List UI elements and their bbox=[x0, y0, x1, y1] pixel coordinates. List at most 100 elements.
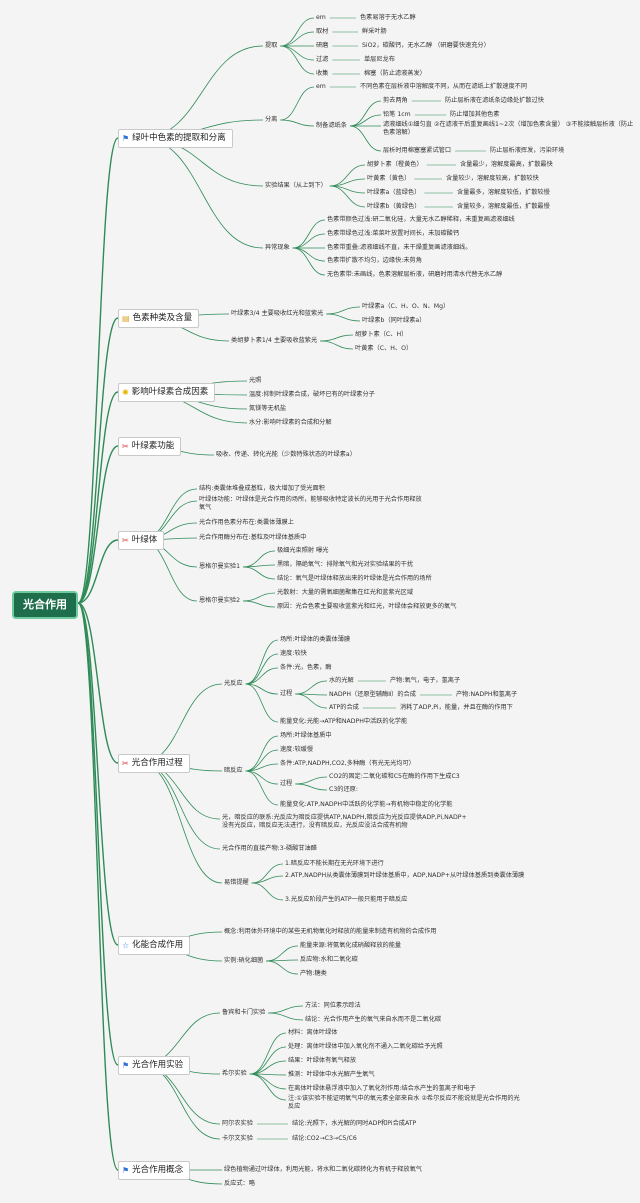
node-gy-lx[interactable]: 光，暗反应的联系:光反应为暗反应提供ATP,NADPH,暗反应为光反应提供ADP… bbox=[222, 814, 467, 829]
node-fl-zb-4v[interactable]: 防止层析液挥发，污染环境 bbox=[490, 147, 565, 154]
node-gy-d2[interactable]: 速度:较缓慢 bbox=[280, 746, 314, 753]
node-sy-xe3[interactable]: 结果：叶绿体有氧气释放 bbox=[288, 1057, 357, 1064]
node-gy-lg[interactable]: 过程 bbox=[280, 690, 293, 697]
node-fl[interactable]: 分离 bbox=[265, 116, 278, 123]
node-gy-lg2[interactable]: NADPH（还原型辅酶Ⅱ）的合成 bbox=[329, 691, 416, 698]
node-sy-4v[interactable]: 含量较多，溶解度最低，扩散最慢 bbox=[457, 203, 550, 210]
node-tq-em-v[interactable]: 色素易溶于无水乙醇 bbox=[360, 14, 416, 21]
node-gy-yy1[interactable]: 1.暗反应不能长期在无光环境下进行 bbox=[285, 860, 384, 867]
branch-6[interactable]: ✂光合作用过程 bbox=[118, 754, 190, 773]
node-yx-2[interactable]: 温度:抑制叶绿素合成，破坏已有的叶绿素分子 bbox=[249, 391, 375, 398]
branch-3[interactable]: ✺影响叶绿素合成因素 bbox=[118, 383, 216, 402]
node-hn-2b[interactable]: 反应物:水和二氧化碳 bbox=[300, 956, 358, 963]
node-sy-2[interactable]: 叶黄素（黄色） bbox=[367, 175, 411, 182]
node-fl-zb[interactable]: 制备滤纸条 bbox=[316, 122, 347, 129]
node-yc-5[interactable]: 无色素带:未画线，色素溶解层析液，研磨时用清水代替无水乙醇 bbox=[327, 271, 503, 278]
node-lt-2[interactable]: 叶绿体功能：叶绿体是光合作用的场所，能够吸收特定波长的光用于光合作用释放氧气 bbox=[199, 496, 422, 511]
node-lt-e1c[interactable]: 结论：氧气是叶绿体释放出来的叶绿体是光合作用的场所 bbox=[277, 575, 432, 582]
root-node[interactable]: 光合作用 bbox=[12, 591, 78, 619]
node-gy-lg1v[interactable]: 产物:氧气，电子，氢离子 bbox=[390, 677, 461, 684]
node-gy-lg2v[interactable]: 产物:NADPH和氢离子 bbox=[456, 691, 518, 698]
node-sy-lk2[interactable]: 结论：光合作用产生的氧气来自水而不是二氧化碳 bbox=[305, 1016, 442, 1023]
node-gy-lg3[interactable]: ATP的合成 bbox=[329, 704, 359, 711]
node-gy-d[interactable]: 暗反应 bbox=[224, 767, 243, 774]
node-lt-e2b[interactable]: 原因：光合色素主要吸收蓝紫光和红光，叶绿体会释放更多的氧气 bbox=[277, 603, 457, 610]
branch-9[interactable]: ⚑光合作用概念 bbox=[118, 1161, 191, 1180]
node-gy-l3[interactable]: 条件:光，色素，酶 bbox=[280, 664, 332, 671]
node-gy-lg3v[interactable]: 消耗了ADP,Pi，能量，并且在酶的作用下 bbox=[400, 704, 513, 711]
node-gy-l4[interactable]: 能量变化:光能→ATP和NADPH中活跃的化学能 bbox=[280, 718, 408, 725]
node-hn-2[interactable]: 实例:硝化细菌 bbox=[224, 957, 264, 964]
node-gn2-2[interactable]: 反应式：略 bbox=[224, 1180, 255, 1187]
node-fl-em-v[interactable]: 不同色素在层析液中溶解度不同，从而在滤纸上扩散速度不同 bbox=[360, 83, 528, 90]
node-hn-1[interactable]: 概念:利用体外环境中的某些无机物氧化时释放的能量来制造有机物的合成作用 bbox=[224, 928, 437, 935]
node-tq-cl[interactable]: 取材 bbox=[316, 28, 329, 35]
node-tq-em[interactable]: em bbox=[316, 14, 326, 21]
node-gy-d4[interactable]: 能量变化:ATP,NADPH中活跃的化学能→有机物中稳定的化学能 bbox=[280, 801, 453, 808]
node-sy-ke[interactable]: 卡尔文实验 bbox=[222, 1135, 253, 1142]
node-zl-a[interactable]: 叶绿素3/4 主要吸收红光和蓝紫光 bbox=[231, 310, 324, 317]
node-gy-l[interactable]: 光反应 bbox=[224, 680, 243, 687]
node-yx-4[interactable]: 水分:影响叶绿素的合成和分解 bbox=[249, 419, 332, 426]
node-lt-4[interactable]: 光合作用酶分布在:基粒及叶绿体基质中 bbox=[199, 534, 307, 541]
node-gy-d1[interactable]: 场所:叶绿体基质中 bbox=[280, 732, 332, 739]
node-gy-lg1[interactable]: 水的光解 bbox=[329, 677, 354, 684]
node-tq-gl-v[interactable]: 单层尼龙布 bbox=[364, 56, 395, 63]
node-lt-3[interactable]: 光合作用色素分布在:类囊体薄膜上 bbox=[199, 519, 294, 526]
node-sy-3[interactable]: 叶绿素a（蓝绿色） bbox=[367, 189, 421, 196]
node-sy-xe1[interactable]: 材料：离体叶绿体 bbox=[288, 1029, 338, 1036]
node-tq-ym[interactable]: 研磨 bbox=[316, 42, 329, 49]
node-yc-3[interactable]: 色素带重叠:滤液细线不直，未干燥重复画滤液细线。 bbox=[327, 244, 472, 251]
node-zl-a1[interactable]: 叶绿素a（C、H、O、N、Mg） bbox=[362, 303, 450, 310]
node-gy-yy3[interactable]: 3.光反应阶段产生的ATP一般只能用于暗反应 bbox=[285, 896, 408, 903]
node-gy-d3[interactable]: 条件:ATP,NADPH,CO2,多种酶（有光无光均可） bbox=[280, 760, 415, 767]
node-fl-zb-2[interactable]: 铅笔 1cm bbox=[383, 111, 411, 118]
node-lt-e1a[interactable]: 极细光束照射 曝光 bbox=[277, 547, 329, 554]
node-sy[interactable]: 实验结果（从上到下） bbox=[265, 182, 327, 189]
node-gn2-1[interactable]: 绿色植物通过叶绿体，利用光能，将水和二氧化碳转化为有机于释放氧气 bbox=[224, 1166, 422, 1173]
node-gy-yy2[interactable]: 2.ATP,NADPH从类囊体薄膜到叶绿体基质中，ADP,NADP+从叶绿体基质… bbox=[285, 872, 525, 879]
node-sy-xe2[interactable]: 处理：离体叶绿体中加入氧化剂不通入二氧化碳给予光照 bbox=[288, 1043, 443, 1050]
node-tq-gl[interactable]: 过滤 bbox=[316, 56, 329, 63]
node-hn-2c[interactable]: 产物:糖类 bbox=[300, 970, 327, 977]
node-tq[interactable]: 提取 bbox=[265, 42, 278, 49]
node-sy-1[interactable]: 胡萝卜素（橙黄色） bbox=[367, 161, 423, 168]
node-lt-1[interactable]: 结构:类囊体堆叠成基粒，极大增加了受光面积 bbox=[199, 485, 325, 492]
branch-5[interactable]: ✂叶绿体 bbox=[118, 531, 165, 550]
node-fl-zb-1[interactable]: 剪去两角 bbox=[383, 97, 408, 104]
node-fl-zb-2v[interactable]: 防止增加其他色素 bbox=[450, 111, 500, 118]
node-yc-1[interactable]: 色素带颜色过浅:研二氧化硅，大量无水乙醇稀释，未重复画滤液细线 bbox=[327, 216, 515, 223]
node-gy-l2[interactable]: 速度:较快 bbox=[280, 650, 307, 657]
branch-4[interactable]: ✂叶绿素功能 bbox=[118, 437, 182, 456]
node-zl-b[interactable]: 类胡萝卜素1/4 主要吸收蓝紫光 bbox=[231, 337, 318, 344]
node-sy-anv[interactable]: 结论:光照下，水光解的同时ADP和Pi合成ATP bbox=[292, 1120, 417, 1127]
node-sy-lk1[interactable]: 方法：同位素示踪法 bbox=[305, 1002, 361, 1009]
branch-1[interactable]: ⚑绿叶中色素的提取和分离 bbox=[118, 129, 233, 148]
branch-8[interactable]: ⚑光合作用实验 bbox=[118, 1056, 191, 1075]
node-lt-e2[interactable]: 恩格尔曼实验2 bbox=[199, 597, 241, 604]
node-hn-2a[interactable]: 能量来源:将氨氧化成硝酸释放的能量 bbox=[300, 942, 402, 949]
node-tq-sj-v[interactable]: 棉塞（防止滤液蒸发） bbox=[364, 70, 426, 77]
node-sy-3v[interactable]: 含量最多，溶解度较低，扩散较慢 bbox=[457, 189, 550, 196]
node-fl-em[interactable]: em bbox=[316, 83, 326, 90]
node-yc[interactable]: 异常现象 bbox=[265, 244, 290, 251]
node-sy-xe6[interactable]: 注:①该实验不能证明氧气中的氧元素全部来自水 ②希尔反应不能说就是光合作用的光反… bbox=[288, 1095, 520, 1110]
node-gy-dg[interactable]: 过程 bbox=[280, 780, 293, 787]
node-zl-b1[interactable]: 胡萝卜素（C、H） bbox=[355, 331, 408, 338]
node-sy-kev[interactable]: 结论:CO2→C3→C5/C6 bbox=[292, 1135, 357, 1142]
node-yc-2[interactable]: 色素带绿色过浅:菜菜叶放置时间长，未加碳酸钙 bbox=[327, 230, 460, 237]
node-tq-cl-v[interactable]: 鲜采叶肠 bbox=[362, 28, 387, 35]
node-fl-zb-3[interactable]: 滤液细线①细匀直 ②在滤液干后重复画线1~2次（增加色素含量） ③不能接触层析液… bbox=[383, 121, 634, 136]
node-sy-2v[interactable]: 含量较少，溶解度较高，扩散较快 bbox=[446, 175, 539, 182]
node-fl-zb-4[interactable]: 层析时用棉塞塞紧试管口 bbox=[383, 147, 452, 154]
node-sy-1v[interactable]: 含量最少，溶解度最高，扩散最快 bbox=[460, 161, 553, 168]
node-lt-e1[interactable]: 恩格尔曼实验1 bbox=[199, 563, 241, 570]
node-gy-dg2[interactable]: C3的还原: bbox=[329, 786, 358, 793]
node-sy-xe4[interactable]: 推测：叶绿体中水光解产生氧气 bbox=[288, 1071, 375, 1078]
node-sy-xe[interactable]: 希尔实验 bbox=[222, 1070, 247, 1077]
node-gy-dg1[interactable]: CO2的固定:二氧化碳和C5在酶的作用下生成C3 bbox=[329, 773, 460, 780]
node-tq-ym-v[interactable]: SiO2，碳酸钙，无水乙醇 （研磨要快速充分） bbox=[362, 42, 490, 49]
node-gy-cw[interactable]: 光合作用的直接产物:3-磷酸甘油醛 bbox=[222, 845, 317, 852]
node-sy-an[interactable]: 阿尔农实验 bbox=[222, 1120, 253, 1127]
node-fl-zb-1v[interactable]: 防止层析液在滤纸条边缘处扩散过快 bbox=[445, 97, 544, 104]
